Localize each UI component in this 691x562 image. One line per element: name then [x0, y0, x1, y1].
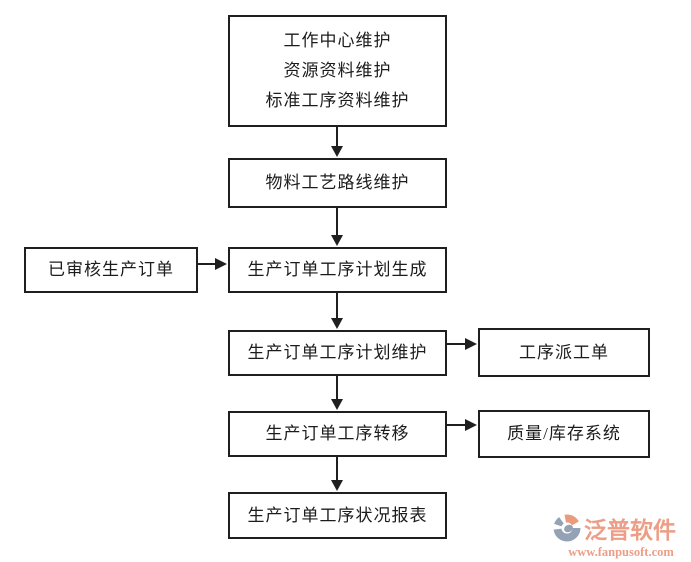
node-label: 生产订单工序计划生成 — [247, 260, 428, 279]
node-label: 工序派工单 — [519, 342, 609, 362]
node-label: 资源资料维护 — [283, 61, 392, 80]
node-label: 已审核生产订单 — [48, 260, 174, 279]
node-transfer: 生产订单工序转移 — [228, 411, 447, 457]
connector-transfer-to-report — [331, 457, 343, 491]
fanpu-logo-icon — [553, 514, 581, 542]
node-approved-order: 已审核生产订单 — [24, 247, 198, 293]
node-routing: 物料工艺路线维护 — [228, 158, 447, 208]
watermark-url: www.fanpusoft.com — [568, 545, 674, 559]
node-label: 生产订单工序状况报表 — [247, 505, 428, 525]
connector-routing-to-plangen — [331, 208, 343, 246]
node-plan-generate: 生产订单工序计划生成 — [228, 247, 447, 293]
connector-planmnt-to-dispatch — [447, 338, 477, 350]
connector-approved-to-plangen — [198, 258, 227, 270]
connector-master-to-routing — [331, 127, 343, 157]
node-label: 质量/库存系统 — [507, 424, 621, 443]
node-label: 生产订单工序转移 — [265, 424, 410, 443]
node-dispatch-order: 工序派工单 — [478, 328, 650, 377]
node-label: 标准工序资料维护 — [265, 91, 410, 110]
node-quality-inventory: 质量/库存系统 — [478, 410, 650, 458]
node-label: 工作中心维护 — [283, 31, 392, 50]
node-label: 物料工艺路线维护 — [265, 173, 410, 192]
connector-transfer-to-quality — [447, 419, 477, 431]
node-label: 生产订单工序计划维护 — [247, 343, 428, 362]
watermark-brand: 泛普软件 — [584, 518, 676, 543]
connector-planmnt-to-transfer — [331, 376, 343, 410]
watermark: 泛普软件 www.fanpusoft.com — [553, 511, 689, 560]
connector-plangen-to-planmnt — [331, 293, 343, 329]
node-plan-maintain: 生产订单工序计划维护 — [228, 330, 447, 376]
node-master-data: 工作中心维护 资源资料维护 标准工序资料维护 — [228, 15, 447, 127]
node-status-report: 生产订单工序状况报表 — [228, 492, 447, 539]
